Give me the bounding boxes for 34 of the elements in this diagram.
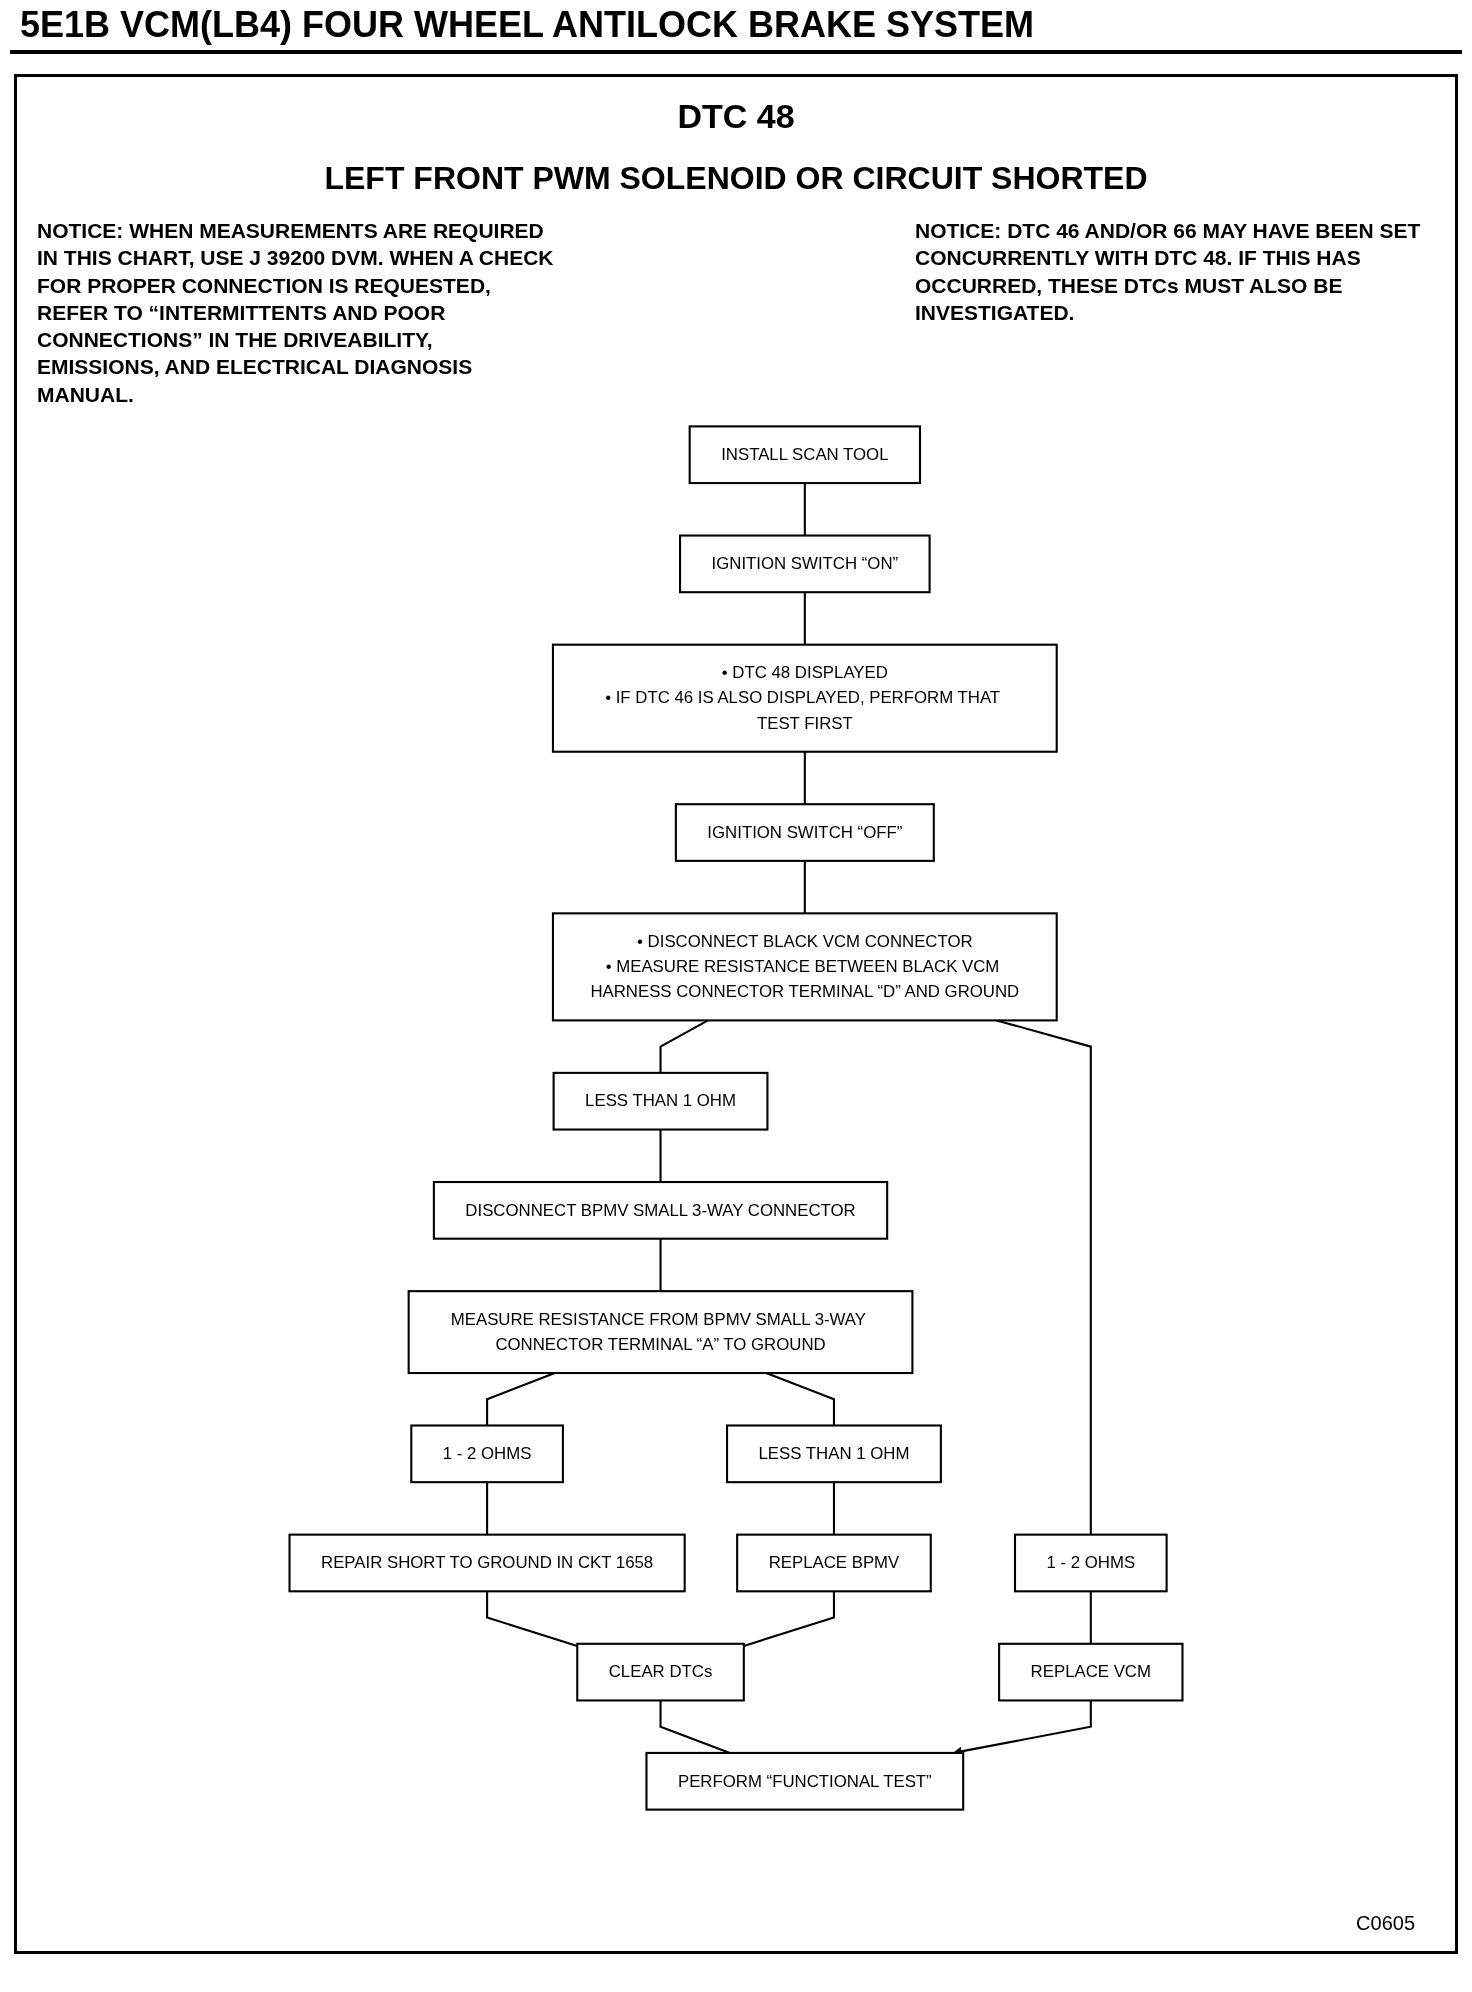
node-box: REPLACE BPMV [736, 1533, 932, 1593]
node-box: PERFORM “FUNCTIONAL TEST” [645, 1751, 965, 1811]
node-box: LESS THAN 1 OHM [552, 1071, 769, 1131]
node-box: REPAIR SHORT TO GROUND IN CKT 1658 [288, 1533, 686, 1593]
chart-heading: DTC 48 [676, 97, 796, 136]
chart-subheading: LEFT FRONT PWM SOLENOID OR CIRCUIT SHORTED [323, 160, 1149, 197]
figure-code: C0605 [1356, 1912, 1415, 1935]
node-box: LESS THAN 1 OHM [726, 1424, 942, 1484]
node-box: 1 - 2 OHMS [1013, 1533, 1168, 1593]
connector [1089, 1591, 1092, 1644]
connector [659, 1238, 662, 1292]
notice-text: NOTICE: DTC 46 AND/OR 66 MAY HAVE BEEN SET CONCURRENTLY WITH DTC 48. IF THIS HAS OCCURRED, THESE DTCs MUST ALSO BE INVESTIGATED. [915, 218, 1422, 326]
connector [659, 1700, 731, 1754]
node-box: IGNITION SWITCH “ON” [679, 534, 931, 594]
connector [803, 751, 806, 805]
connector [743, 1591, 835, 1647]
node-box: 1 - 2 OHMS [410, 1424, 564, 1484]
connector [832, 1482, 835, 1535]
page-header: 5E1B VCM(LB4) FOUR WHEEL ANTILOCK BRAKE SYSTEM [10, 0, 1462, 54]
node-box: • DISCONNECT BLACK VCM CONNECTOR • MEASURE RESISTANCE BETWEEN BLACK VCM HARNESS CONNECTOR TERMINAL “D” AND GROUND [551, 912, 1058, 1022]
node-box: DISCONNECT BPMV SMALL 3-WAY CONNECTOR [432, 1181, 889, 1240]
node-box: IGNITION SWITCH “OFF” [674, 803, 935, 862]
node-box: INSTALL SCAN TOOL [688, 425, 922, 485]
connector [803, 483, 806, 536]
connector [803, 592, 806, 645]
connector [486, 1591, 578, 1647]
connector [659, 1129, 662, 1183]
node-box: MEASURE RESISTANCE FROM BPMV SMALL 3-WAY CONNECTOR TERMINAL “A” TO GROUND [407, 1290, 914, 1375]
node-box: REPLACE VCM [998, 1642, 1184, 1702]
node-box: CLEAR DTCs [576, 1642, 745, 1702]
connector [486, 1482, 489, 1535]
connector [803, 860, 806, 914]
notice-text: NOTICE: WHEN MEASUREMENTS ARE REQUIRED IN THIS CHART, USE J 39200 DVM. WHEN A CHECK FOR PROPER CONNECTION IS REQUESTED, REFER TO “INTERMITTENTS AND POOR CONNECTIONS” IN THE DRIVEABILITY, EMISSIONS, AND ELECTRICAL DIAGNOSIS MANUAL. [37, 218, 555, 408]
node-box: • DTC 48 DISPLAYED • IF DTC 46 IS ALSO DISPLAYED, PERFORM THAT TEST FIRST [551, 643, 1058, 753]
